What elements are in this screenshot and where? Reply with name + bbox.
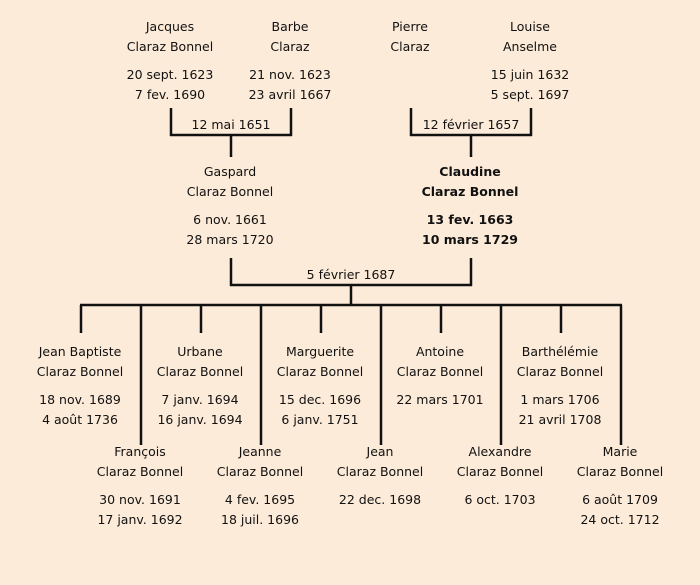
person-pierre: Pierre Claraz — [340, 17, 480, 57]
birth-date: 4 fev. 1695 — [224, 492, 296, 507]
first-name: Barthélémie — [521, 344, 599, 359]
birth-date: 1 mars 1706 — [520, 392, 600, 407]
child-barthelemie: Barthélémie Claraz Bonnel 1 mars 1706 21… — [490, 342, 630, 430]
last-name: Claraz Bonnel — [421, 184, 519, 199]
last-name: Claraz Bonnel — [396, 364, 484, 379]
last-name: Claraz — [390, 39, 430, 54]
death-date: 17 janv. 1692 — [97, 512, 183, 527]
birth-date: 6 oct. 1703 — [464, 492, 536, 507]
death-date: 5 sept. 1697 — [490, 87, 570, 102]
first-name: Jean Baptiste — [38, 344, 122, 359]
last-name: Claraz — [270, 39, 310, 54]
last-name: Claraz Bonnel — [276, 364, 364, 379]
last-name: Claraz Bonnel — [96, 464, 184, 479]
last-name: Anselme — [502, 39, 558, 54]
death-date: 7 fev. 1690 — [134, 87, 206, 102]
first-name: Marguerite — [285, 344, 355, 359]
first-name: Antoine — [415, 344, 465, 359]
birth-date: 6 août 1709 — [582, 492, 658, 507]
person-gaspard: Gaspard Claraz Bonnel 6 nov. 1661 28 mar… — [160, 162, 300, 250]
death-date: 10 mars 1729 — [422, 232, 518, 247]
birth-date: 13 fev. 1663 — [426, 212, 514, 227]
marriage-date-parents: 5 février 1687 — [306, 267, 396, 282]
first-name: Louise — [510, 19, 550, 34]
last-name: Claraz Bonnel — [336, 464, 424, 479]
child-antoine: Antoine Claraz Bonnel 22 mars 1701 — [370, 342, 510, 410]
first-name: Urbane — [177, 344, 223, 359]
death-date: 23 avril 1667 — [248, 87, 332, 102]
last-name: Claraz Bonnel — [36, 364, 124, 379]
first-name: Jean — [366, 444, 394, 459]
death-date: 4 août 1736 — [42, 412, 118, 427]
death-date: 28 mars 1720 — [186, 232, 274, 247]
child-jeanne: Jeanne Claraz Bonnel 4 fev. 1695 18 juil… — [190, 442, 330, 530]
death-date: 18 juil. 1696 — [221, 512, 299, 527]
person-jacques: Jacques Claraz Bonnel 20 sept. 1623 7 fe… — [100, 17, 240, 105]
birth-date: 21 nov. 1623 — [249, 67, 331, 82]
marriage-date-paternal: 12 mai 1651 — [191, 117, 271, 132]
birth-date: 22 mars 1701 — [396, 392, 484, 407]
death-date: 6 janv. 1751 — [281, 412, 359, 427]
first-name: Claudine — [439, 164, 501, 179]
birth-date: 15 dec. 1696 — [278, 392, 362, 407]
first-name: Barbe — [271, 19, 309, 34]
first-name: Gaspard — [203, 164, 257, 179]
first-name: François — [114, 444, 166, 459]
first-name: Alexandre — [468, 444, 532, 459]
birth-date: 15 juin 1632 — [490, 67, 570, 82]
child-jean-baptiste: Jean Baptiste Claraz Bonnel 18 nov. 1689… — [10, 342, 150, 430]
child-marguerite: Marguerite Claraz Bonnel 15 dec. 1696 6 … — [250, 342, 390, 430]
child-marie: Marie Claraz Bonnel 6 août 1709 24 oct. … — [550, 442, 690, 530]
birth-date: 18 nov. 1689 — [39, 392, 121, 407]
birth-date: 30 nov. 1691 — [99, 492, 181, 507]
first-name: Jeanne — [238, 444, 282, 459]
marriage-date-maternal: 12 février 1657 — [422, 117, 520, 132]
birth-date: 20 sept. 1623 — [126, 67, 214, 82]
person-claudine: Claudine Claraz Bonnel 13 fev. 1663 10 m… — [400, 162, 540, 250]
death-date: 16 janv. 1694 — [157, 412, 243, 427]
birth-date: 22 dec. 1698 — [338, 492, 422, 507]
person-barbe: Barbe Claraz 21 nov. 1623 23 avril 1667 — [220, 17, 360, 105]
last-name: Claraz Bonnel — [156, 364, 244, 379]
last-name: Claraz Bonnel — [456, 464, 544, 479]
last-name: Claraz Bonnel — [186, 184, 274, 199]
last-name: Claraz Bonnel — [576, 464, 664, 479]
child-jean: Jean Claraz Bonnel 22 dec. 1698 — [310, 442, 450, 510]
child-alexandre: Alexandre Claraz Bonnel 6 oct. 1703 — [430, 442, 570, 510]
child-urbane: Urbane Claraz Bonnel 7 janv. 1694 16 jan… — [130, 342, 270, 430]
first-name: Pierre — [392, 19, 428, 34]
last-name: Claraz Bonnel — [126, 39, 214, 54]
last-name: Claraz Bonnel — [516, 364, 604, 379]
person-louise: Louise Anselme 15 juin 1632 5 sept. 1697 — [460, 17, 600, 105]
death-date: 21 avril 1708 — [518, 412, 602, 427]
death-date: 24 oct. 1712 — [580, 512, 660, 527]
birth-date: 7 janv. 1694 — [161, 392, 239, 407]
birth-date: 6 nov. 1661 — [193, 212, 267, 227]
first-name: Marie — [602, 444, 638, 459]
last-name: Claraz Bonnel — [216, 464, 304, 479]
first-name: Jacques — [145, 19, 195, 34]
child-francois: François Claraz Bonnel 30 nov. 1691 17 j… — [70, 442, 210, 530]
